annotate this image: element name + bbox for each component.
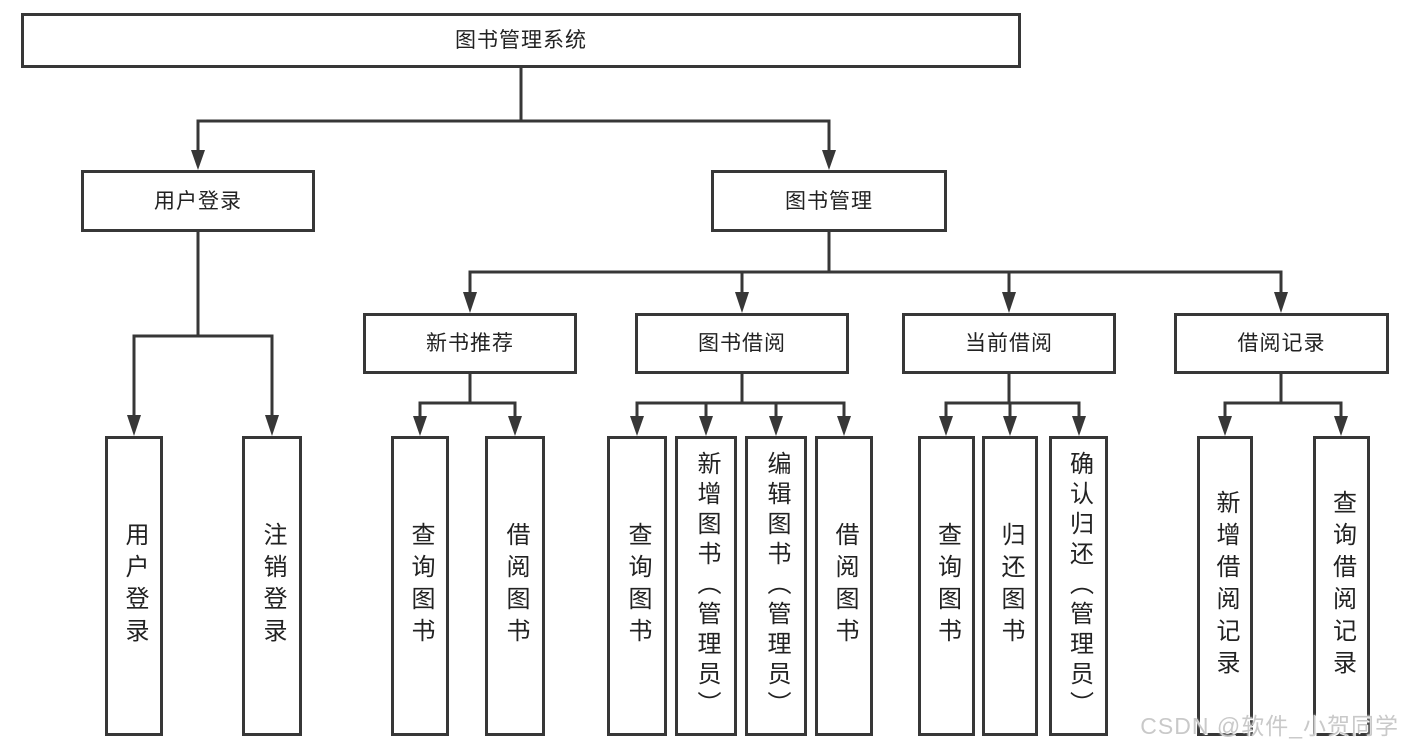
node-book-management: 图书管理 (711, 170, 947, 232)
node-user-login-label: 用户登录 (154, 189, 242, 213)
leaf-query-book-1-label: 查询图书 (407, 522, 434, 650)
leaf-borrow-book-1: 借阅图书 (485, 436, 545, 736)
leaf-query-borrow-record-label: 查询借阅记录 (1328, 490, 1356, 682)
node-book-borrow-label: 图书借阅 (698, 332, 786, 355)
leaf-query-book-3-label: 查询图书 (933, 522, 961, 650)
leaf-query-book-2: 查询图书 (607, 436, 667, 736)
node-root-label: 图书管理系统 (455, 29, 587, 52)
leaf-user-login-label: 用户登录 (121, 522, 148, 650)
leaf-query-book-2-label: 查询图书 (624, 522, 651, 650)
node-borrow-records: 借阅记录 (1174, 313, 1389, 374)
leaf-borrow-book-1-label: 借阅图书 (502, 522, 529, 650)
leaf-logout-label: 注销登录 (259, 522, 286, 650)
leaf-borrow-book-2: 借阅图书 (815, 436, 873, 736)
leaf-borrow-book-2-label: 借阅图书 (831, 522, 858, 650)
node-new-book-recommend: 新书推荐 (363, 313, 577, 374)
arrowheads (127, 150, 1348, 436)
leaf-add-book-admin: 新增图书（管理员） (675, 436, 737, 736)
leaf-query-borrow-record: 查询借阅记录 (1313, 436, 1370, 736)
leaf-confirm-return-admin-label: 确认归还（管理员） (1065, 451, 1093, 721)
leaf-add-book-admin-label: 新增图书（管理员） (693, 451, 720, 721)
leaf-edit-book-admin-label: 编辑图书（管理员） (763, 451, 790, 721)
leaf-logout: 注销登录 (242, 436, 302, 736)
leaf-edit-book-admin: 编辑图书（管理员） (745, 436, 807, 736)
leaf-user-login: 用户登录 (105, 436, 163, 736)
node-book-management-label: 图书管理 (785, 189, 873, 213)
node-root: 图书管理系统 (21, 13, 1021, 68)
node-current-borrow: 当前借阅 (902, 313, 1116, 374)
node-user-login: 用户登录 (81, 170, 315, 232)
leaf-add-borrow-record: 新增借阅记录 (1197, 436, 1253, 736)
watermark: CSDN @软件_小贺同学 (1140, 713, 1399, 739)
leaf-query-book-1: 查询图书 (391, 436, 449, 736)
leaf-add-borrow-record-label: 新增借阅记录 (1212, 490, 1239, 682)
leaf-confirm-return-admin: 确认归还（管理员） (1049, 436, 1108, 736)
node-borrow-records-label: 借阅记录 (1237, 332, 1326, 355)
node-book-borrow: 图书借阅 (635, 313, 849, 374)
leaf-query-book-3: 查询图书 (918, 436, 975, 736)
node-new-book-recommend-label: 新书推荐 (426, 332, 514, 355)
node-current-borrow-label: 当前借阅 (965, 332, 1053, 355)
leaf-return-book: 归还图书 (982, 436, 1038, 736)
leaf-return-book-label: 归还图书 (997, 522, 1024, 650)
